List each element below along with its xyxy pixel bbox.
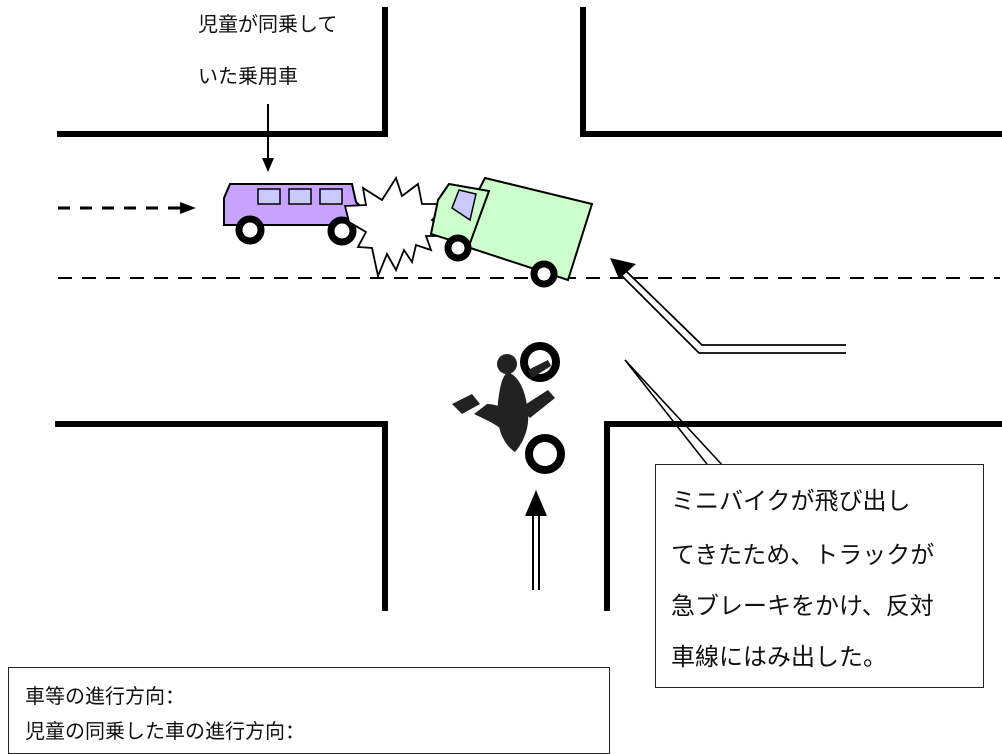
- passenger-car-pointer: [262, 104, 274, 172]
- collision-burst-icon: [343, 175, 451, 280]
- truck-icon: [429, 176, 594, 288]
- accident-note-line-3: 急ブレーキをかけ、反対: [671, 592, 934, 620]
- legend-box: 車等の進行方向： 児童の同乗した車の進行方向：: [8, 667, 610, 754]
- passenger-car-caption-line-2: いた乗用車: [198, 64, 298, 88]
- legend-child-car-direction-label: 児童の同乗した車の進行方向：: [25, 719, 305, 743]
- road-boundaries: [55, 7, 1002, 611]
- accident-note-line-2: てきたため、トラックが: [671, 541, 935, 569]
- road-edge-bottom-left: [55, 421, 388, 611]
- car-direction-arrow: [58, 202, 196, 214]
- accident-note-line-4: 車線にはみ出した。: [671, 643, 887, 671]
- legend-vehicle-direction-label: 車等の進行方向：: [25, 684, 185, 708]
- callout-pointer: [624, 359, 800, 469]
- accident-note-box: ミニバイクが飛び出し てきたため、トラックが 急ブレーキをかけ、反対 車線にはみ…: [655, 464, 984, 688]
- callout-pointer-side: [624, 359, 726, 469]
- accident-note-line-1: ミニバイクが飛び出し: [671, 487, 911, 515]
- truck-direction-arrow: [610, 258, 846, 354]
- minibike-rider-icon: [452, 342, 565, 474]
- road-edge-top-right: [580, 7, 1002, 137]
- passenger-car-icon: [223, 183, 365, 246]
- road-edge-bottom-right: [604, 421, 1002, 611]
- road-edge-top-left: [57, 7, 388, 137]
- bike-direction-arrow: [525, 490, 547, 590]
- passenger-car-caption-line-1: 児童が同乗して: [198, 12, 338, 36]
